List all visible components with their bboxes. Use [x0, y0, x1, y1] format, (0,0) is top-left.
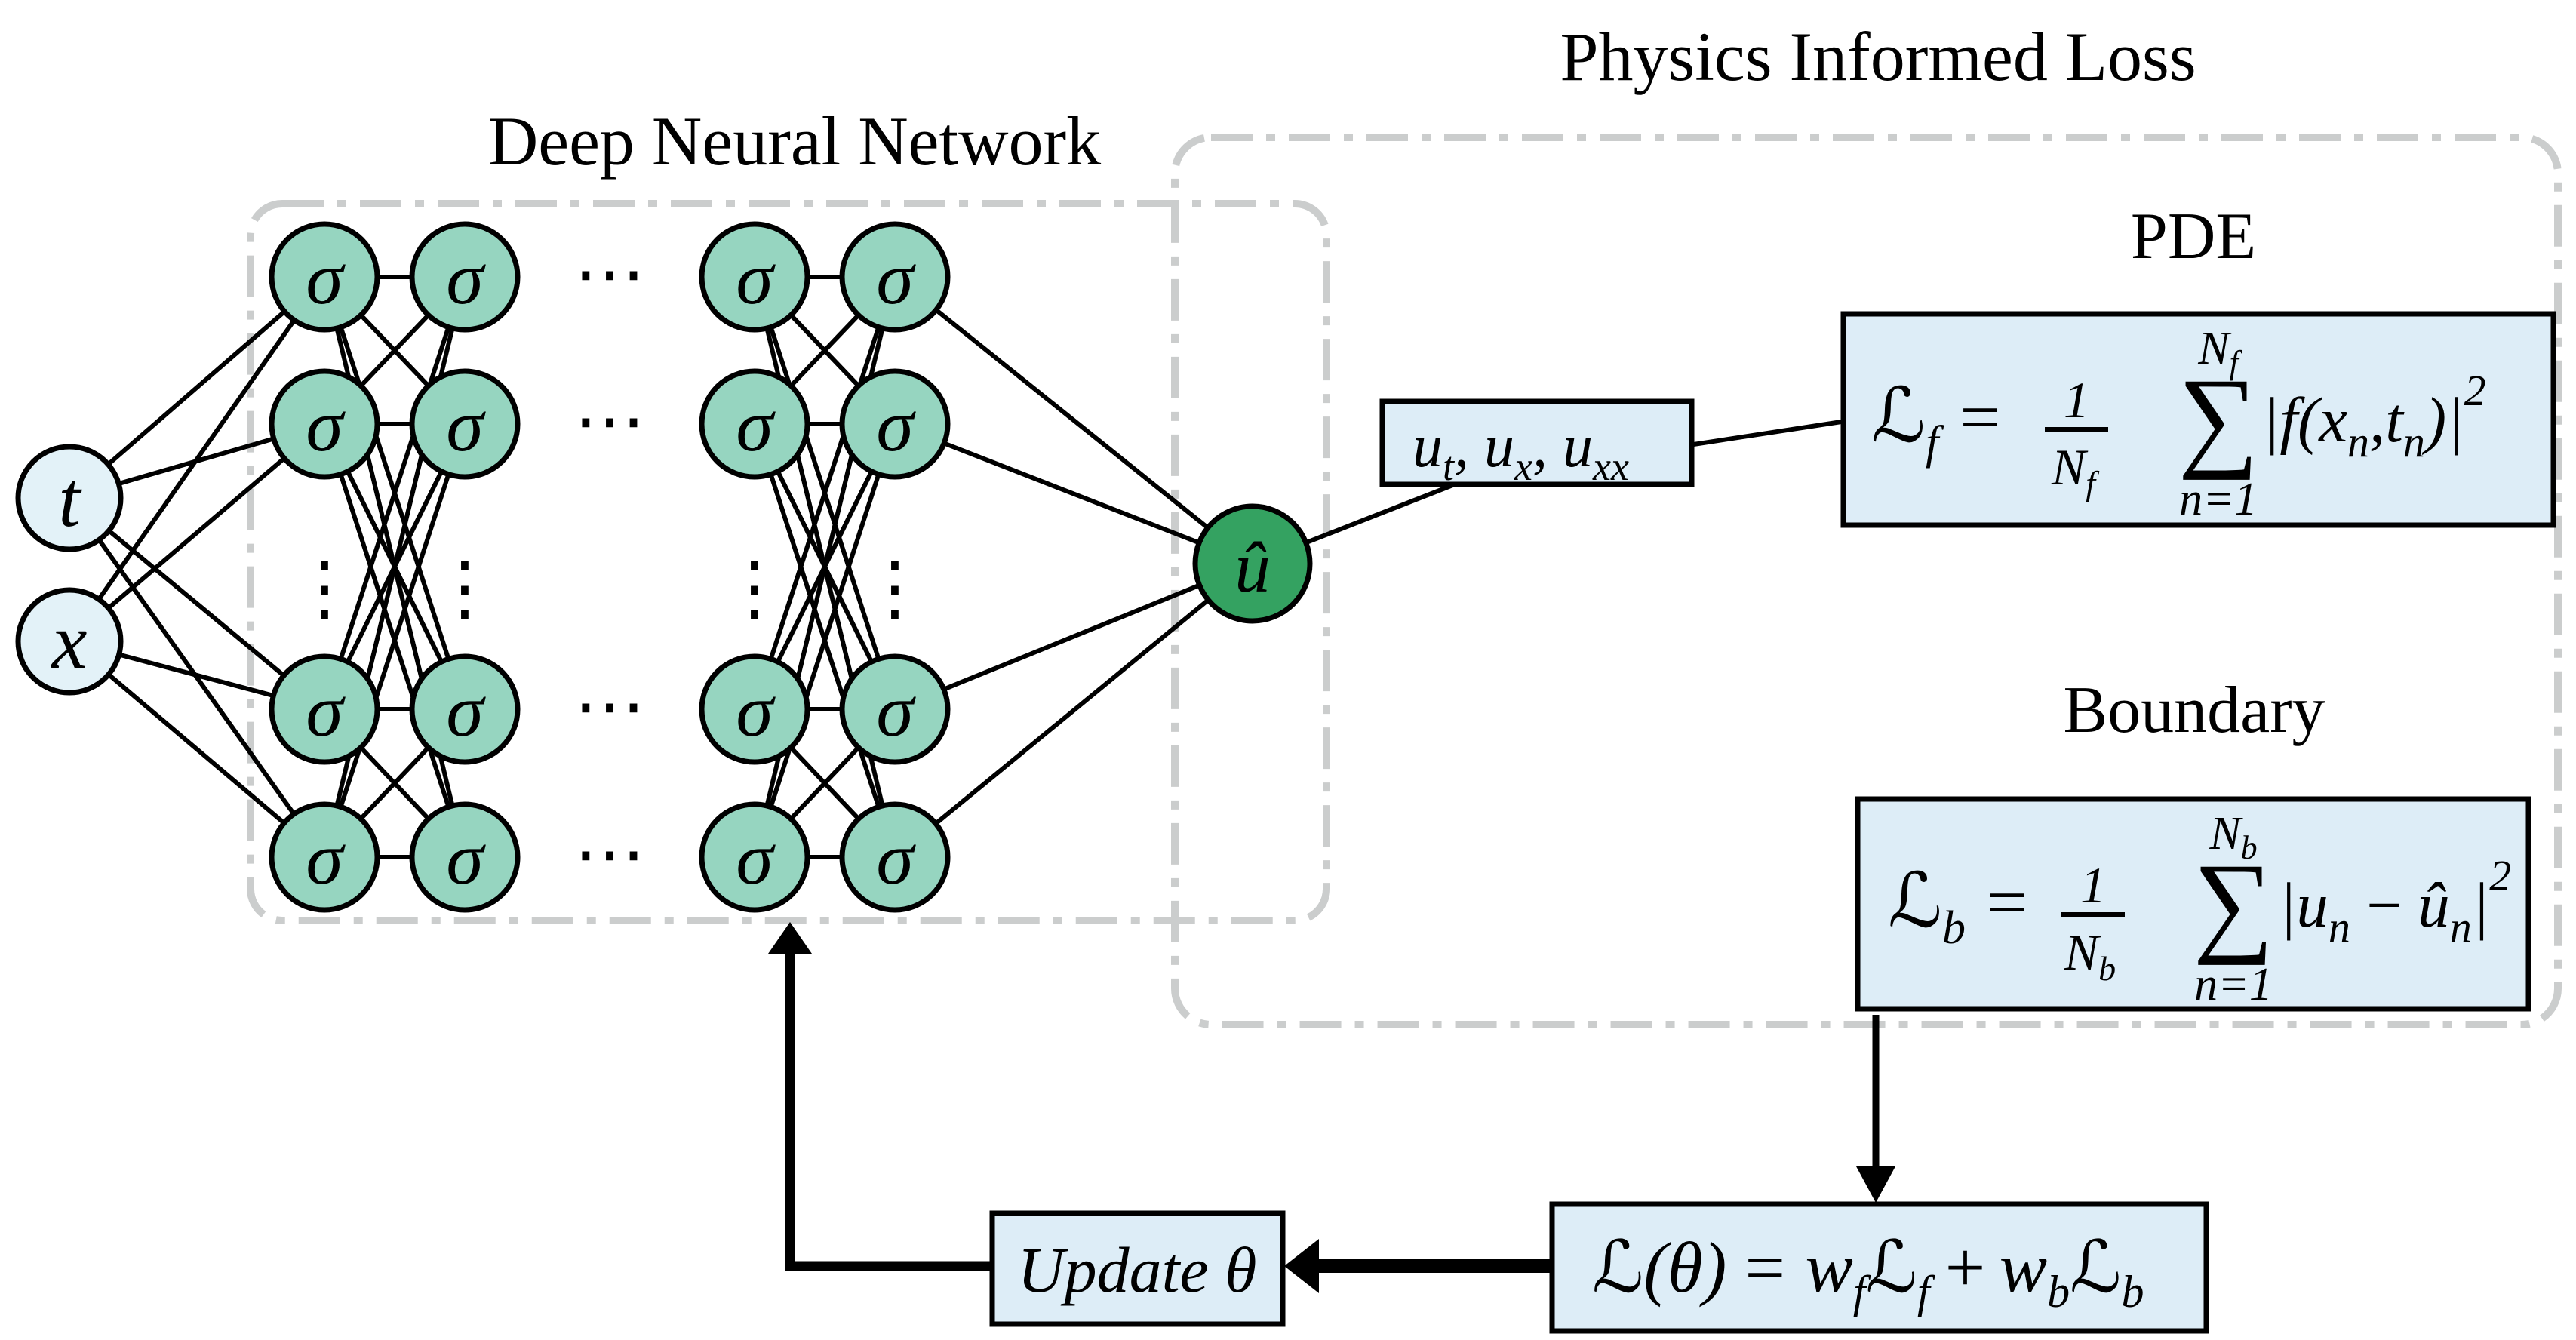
dnn-dashed-box	[247, 200, 1330, 924]
pde-frac-bar	[2045, 427, 2108, 432]
boundary-frac-den: Nb	[2064, 924, 2116, 988]
input-label-x: x	[51, 597, 88, 685]
pde-frac-num: 1	[2064, 371, 2089, 429]
sigma-label: σ	[306, 236, 346, 320]
sigma-label: σ	[446, 668, 486, 752]
boundary-frac-bar	[2061, 912, 2125, 917]
hdots: ⋯	[574, 234, 646, 314]
vdots: ⋮	[719, 549, 791, 629]
sigma-label: σ	[306, 668, 346, 752]
boundary-sum-lower: n=1	[2194, 959, 2273, 1010]
pde-label: PDE	[2131, 200, 2256, 273]
total-loss-box: ℒ(θ)=wfℒf+wbℒb	[1549, 1201, 2209, 1334]
sigma-label: σ	[446, 816, 486, 900]
hidden-layer-1: σ σ σ σ ⋮	[269, 221, 380, 913]
hdots: ⋯	[574, 666, 646, 746]
sigma-label: σ	[306, 383, 346, 467]
arrow-boundary-to-total-loss	[1856, 1015, 1895, 1203]
pde-frac-den: Nf	[2051, 438, 2100, 502]
sigma-label: σ	[876, 816, 916, 900]
input-label-t: t	[58, 455, 82, 543]
boundary-loss-lhs: ℒb=	[1888, 859, 2030, 954]
input-node-x: x	[15, 587, 124, 696]
feedback-arrow-update-to-dnn	[768, 922, 992, 1271]
total-loss-formula: ℒ(θ)=wfℒf+wbℒb	[1592, 1228, 2144, 1317]
vdots: ⋮	[859, 549, 931, 629]
physics-loss-dashed-box	[1171, 134, 2562, 1028]
output-label-uhat: û	[1234, 527, 1271, 607]
sigma-label: σ	[736, 668, 776, 752]
sigma-label: σ	[736, 816, 776, 900]
input-node-t: t	[15, 444, 124, 552]
dnn-title: Deep Neural Network	[488, 103, 1101, 180]
vdots: ⋮	[429, 549, 501, 629]
hidden-layer-2: σ σ σ σ ⋮	[409, 221, 521, 913]
sigma-label: σ	[736, 236, 776, 320]
hidden-layer-4: σ σ σ σ ⋮	[839, 221, 951, 913]
arrow-total-loss-to-update	[1284, 1239, 1552, 1293]
hidden-layer-3: σ σ σ σ ⋮	[699, 221, 810, 913]
boundary-frac-num: 1	[2080, 856, 2106, 914]
pde-loss-lhs: ℒf=	[1871, 374, 2003, 469]
hidden-layers-ellipsis: ⋯ ⋯ ⋯ ⋯	[574, 234, 646, 894]
update-theta-label: Update θ	[1018, 1234, 1257, 1306]
output-node-uhat: û	[1192, 503, 1313, 624]
boundary-sum-upper: Nb	[2209, 808, 2257, 866]
sigma-label: σ	[306, 816, 346, 900]
pde-sum-upper: Nf	[2197, 323, 2242, 381]
sigma-label: σ	[736, 383, 776, 467]
boundary-sum-symbol: ∑	[2193, 841, 2274, 966]
vdots: ⋮	[289, 549, 361, 629]
hdots: ⋯	[574, 381, 646, 461]
pde-loss-body: |f(xn,tn)|2	[2262, 366, 2486, 466]
boundary-loss-body: |un−ûn|2	[2279, 851, 2511, 951]
sigma-label: σ	[446, 383, 486, 467]
sigma-label: σ	[876, 668, 916, 752]
derivatives-formula: ut,ux,uxx	[1412, 413, 1629, 489]
physics-loss-title: Physics Informed Loss	[1560, 18, 2196, 95]
boundary-label: Boundary	[2063, 674, 2325, 747]
pde-sum-lower: n=1	[2179, 474, 2258, 525]
boundary-loss-box: ℒb= 1 Nb ∑ Nb n=1 |un−ûn|2	[1855, 796, 2531, 1012]
pde-sum-symbol: ∑	[2178, 355, 2259, 481]
hdots: ⋯	[574, 814, 646, 894]
sigma-label: σ	[876, 236, 916, 320]
update-theta-box: Update θ	[989, 1210, 1286, 1327]
sigma-label: σ	[446, 236, 486, 320]
pde-loss-box: ℒf= 1 Nf ∑ Nf n=1 |f(xn,tn)|2	[1840, 311, 2556, 528]
sigma-label: σ	[876, 383, 916, 467]
derivatives-box: ut,ux,uxx	[1379, 398, 1695, 489]
